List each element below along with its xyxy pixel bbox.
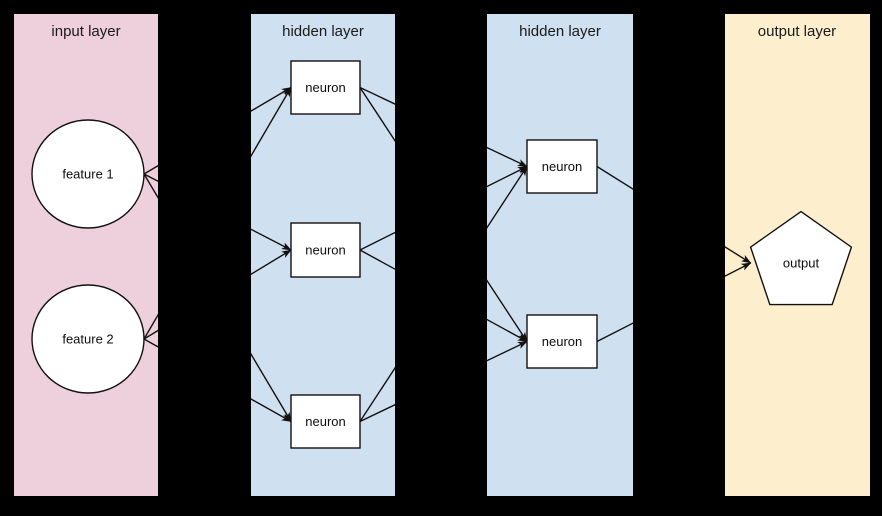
layer-panel-input: [14, 14, 158, 496]
layer-title-hidden-1: hidden layer: [282, 23, 364, 40]
nodes-group: feature 1 feature 2 neuron neuron neuron neur…: [31, 60, 853, 449]
layer-panel-hidden-2: [487, 14, 633, 496]
node-label-hidden-2-neuron-2: neuron: [542, 334, 582, 349]
layer-title-output: output layer: [758, 23, 836, 40]
node-label-hidden-1-neuron-3: neuron: [305, 414, 345, 429]
node-shape-hidden-1-neuron-2[interactable]: [290, 222, 361, 278]
node-label-hidden-2-neuron-1: neuron: [542, 159, 582, 174]
node-shape-hidden-1-neuron-1[interactable]: [290, 60, 361, 115]
node-label-feature-2: feature 2: [62, 331, 113, 346]
node-label-feature-1: feature 1: [62, 166, 113, 181]
layer-title-hidden-2: hidden layer: [519, 23, 601, 40]
node-label-hidden-1-neuron-1: neuron: [305, 80, 345, 95]
node-shape-hidden-2-neuron-1[interactable]: [526, 139, 598, 194]
node-shape-output-node[interactable]: [749, 210, 853, 306]
node-shape-feature-2[interactable]: [31, 284, 145, 394]
layer-panels-group: [14, 14, 870, 496]
connection-edges-group: [143, 86, 752, 423]
node-shape-hidden-1-neuron-3[interactable]: [290, 394, 361, 449]
layer-title-input: input layer: [51, 23, 120, 40]
node-label-output-node: output: [783, 255, 820, 270]
layer-titles-group: input layer hidden layer hidden layer outpu…: [51, 23, 836, 40]
node-shape-hidden-2-neuron-2[interactable]: [526, 314, 598, 369]
node-shape-feature-1[interactable]: [31, 119, 145, 229]
node-label-hidden-1-neuron-2: neuron: [305, 242, 345, 257]
